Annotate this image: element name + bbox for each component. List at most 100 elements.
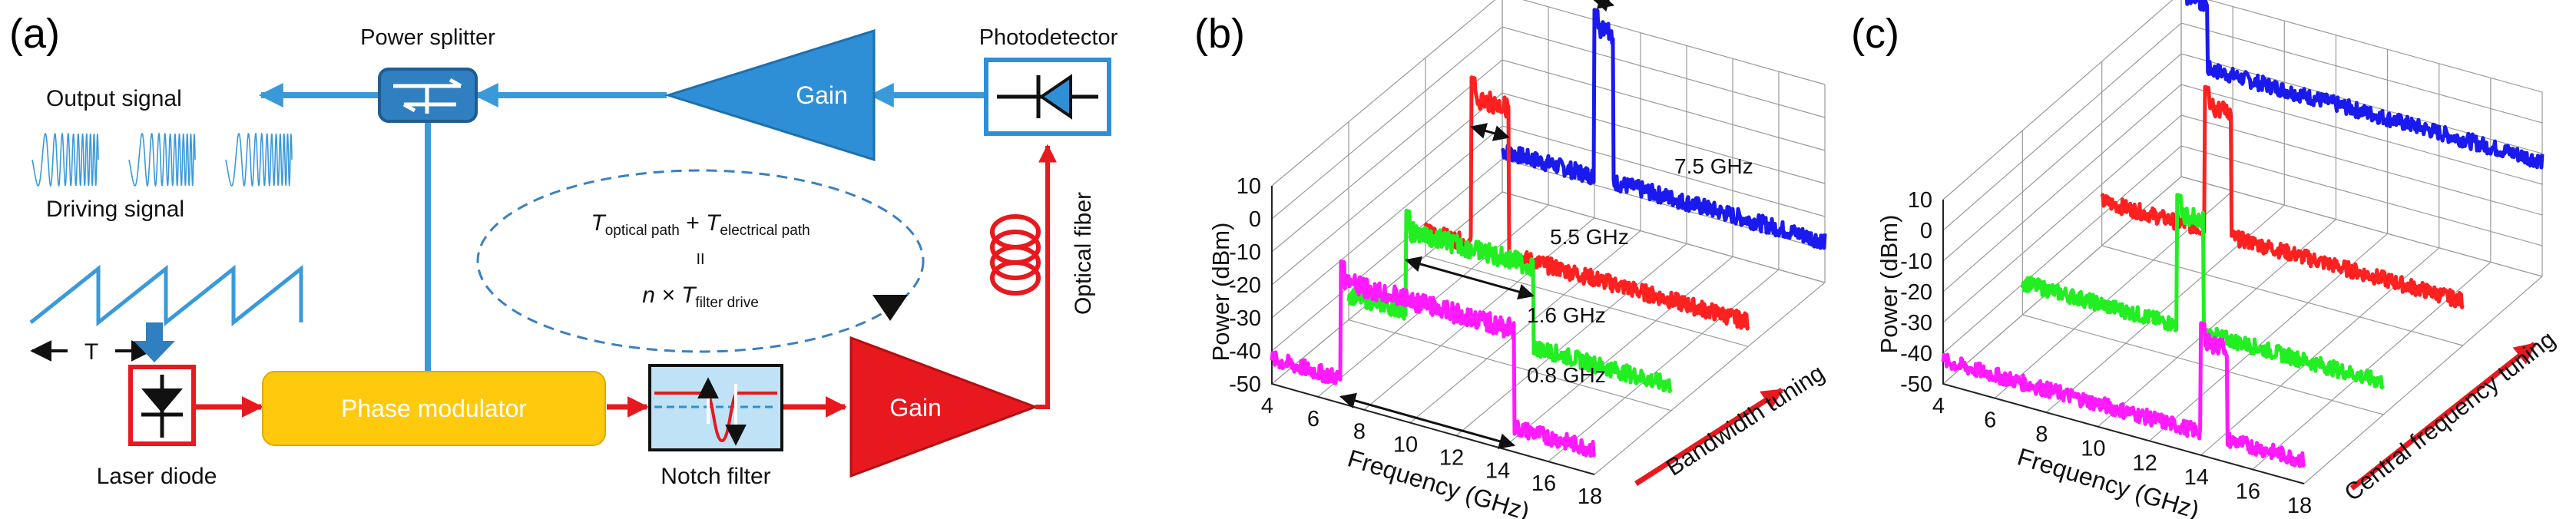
panel-a-label: (a) <box>9 11 60 57</box>
notch-response-curve <box>654 392 777 443</box>
gain-bottom-label: Gain <box>889 394 942 421</box>
laser-diode-label: Laser diode <box>97 464 217 489</box>
y-tick-label: -30 <box>1229 306 1261 331</box>
output-signal-waveform <box>31 132 293 187</box>
period-label: T <box>84 339 98 365</box>
spectrum-series-2 <box>1346 208 1673 394</box>
equation-line-3: n × Tfilter drive <box>642 283 759 311</box>
spectrum-series-2 <box>2020 193 2386 390</box>
x-tick-label: 10 <box>2081 437 2105 461</box>
x-tick-label: 14 <box>2184 465 2209 490</box>
power-splitter-label: Power splitter <box>360 25 495 50</box>
x-tick-label: 8 <box>1353 420 1366 445</box>
chirp-segment <box>225 132 293 187</box>
x-tick-label: 4 <box>1932 394 1945 418</box>
y-tick-label: -30 <box>1900 311 1932 336</box>
panel-c-grid <box>1942 0 2543 484</box>
grid-line <box>1594 84 1826 475</box>
sync-marker-icon <box>872 295 908 321</box>
spectrum-series-1 <box>1941 321 2306 468</box>
drive-arrow-stem <box>146 322 163 341</box>
drive-arrow-head <box>134 341 175 362</box>
gain-amplifier-top <box>664 28 876 162</box>
driving-signal-label: Driving signal <box>46 197 184 222</box>
panel-b-grid <box>1271 0 1826 475</box>
bandwidth-arrow <box>1592 0 1615 12</box>
bandwidth-annotation: 5.5 GHz <box>1550 225 1629 249</box>
y-tick-label: 0 <box>1920 219 1932 243</box>
chirp-segment <box>31 132 99 187</box>
loop-condition-ellipse <box>476 169 925 353</box>
chirp-segment <box>128 132 196 187</box>
y-tick-label: -50 <box>1229 372 1261 397</box>
fiber-to-photodetector <box>1035 144 1057 409</box>
panel-b-label: (b) <box>1194 11 1245 57</box>
x-tick-label: 18 <box>2287 494 2312 518</box>
y-tick-label: -10 <box>1900 250 1932 274</box>
notch-filter-label: Notch filter <box>661 464 770 489</box>
grid-line <box>1502 58 1733 449</box>
phase-modulator-label: Phase modulator <box>341 395 527 422</box>
y-tick-label: 10 <box>1237 174 1261 199</box>
grid-line <box>2180 0 2543 277</box>
optical-fiber-label: Optical fiber <box>1071 192 1096 315</box>
panel-c-series <box>1941 0 2545 468</box>
sawtooth-waveform <box>29 264 303 327</box>
grid-line <box>1942 145 2543 354</box>
x-tick-label: 6 <box>1984 408 1996 433</box>
grid-line <box>2101 61 2463 346</box>
x-tick-label: 10 <box>1393 433 1418 458</box>
panel-c-label: (c) <box>1851 11 1899 57</box>
y-tick-label: 10 <box>1908 188 1932 213</box>
panel-b-y-axis-label: Power (dBm) <box>1207 223 1234 362</box>
panel-c-y-ticks: 10 0 -10 -20 -30 -40 -50 <box>1900 188 1932 397</box>
x-tick-label: 6 <box>1307 407 1319 431</box>
gain-amplifier-bottom <box>849 336 1039 478</box>
axis-frame <box>1942 200 2305 484</box>
panel-c-x-axis-label: Frequency (GHz) <box>2015 442 2203 519</box>
x-tick-label: 12 <box>2132 451 2157 475</box>
spectrum-series-3 <box>1423 75 1750 331</box>
equation-line-1: Toptical path + Telectrical path <box>591 210 810 239</box>
y-tick-label: -50 <box>1900 372 1932 397</box>
x-tick-label: 16 <box>2236 479 2260 504</box>
grid-line <box>1425 58 1749 347</box>
y-tick-label: 0 <box>1249 207 1261 232</box>
y-tick-label: -10 <box>1229 240 1261 265</box>
gain-top-label: Gain <box>796 81 848 109</box>
spectrum-series-4 <box>2184 0 2545 170</box>
panel-c-tuning-arrow <box>2349 342 2537 491</box>
y-tick-label: -20 <box>1900 280 1932 305</box>
spectrum-series-1 <box>1270 259 1597 458</box>
grid-line <box>1348 121 1672 412</box>
panel-b-tuning-arrow <box>1634 388 1784 486</box>
grid-line <box>1942 84 2543 293</box>
phase-modulator <box>262 371 606 446</box>
grid-line <box>1942 0 2543 200</box>
bandwidth-arrow <box>1339 392 1516 449</box>
y-tick-label: -40 <box>1900 342 1932 366</box>
bandwidth-annotation: 1.6 GHz <box>1527 303 1606 327</box>
grid-line <box>1942 22 2543 231</box>
laser-diode-icon <box>141 375 183 438</box>
y-tick-label: -20 <box>1229 273 1261 298</box>
spectrum-series-4 <box>1501 8 1827 250</box>
photodetector-label: Photodetector <box>979 25 1118 50</box>
x-tick-label: 12 <box>1439 445 1464 470</box>
bandwidth-annotation: 7.5 GHz <box>1674 154 1753 178</box>
grid-line <box>1502 0 1826 283</box>
x-tick-label: 4 <box>1261 394 1273 418</box>
photodiode-icon <box>997 74 1098 120</box>
grid-line <box>1363 19 1595 411</box>
splitter-icon <box>393 78 462 114</box>
grid-line <box>2021 131 2384 415</box>
panel-c-z-axis-label: Central frequency tuning <box>2339 326 2561 507</box>
x-tick-label: 14 <box>1485 458 1510 483</box>
spectrum-series-3 <box>2100 84 2465 309</box>
panel-b-y-ticks: 100-10-20-30-40-50 <box>1229 174 1261 397</box>
